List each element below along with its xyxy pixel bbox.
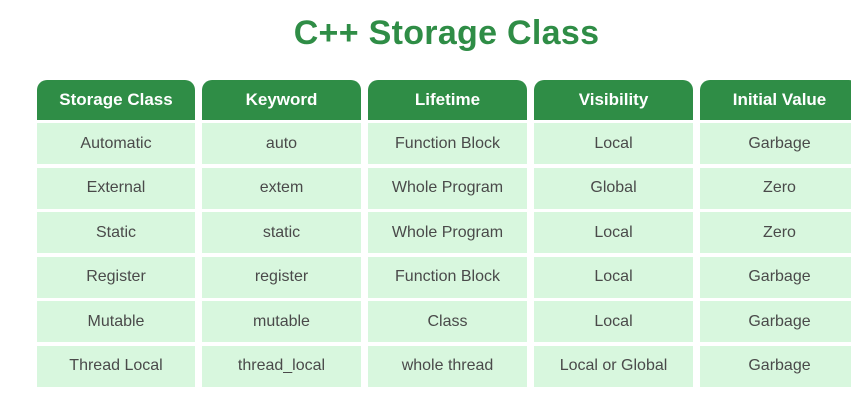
table-cell: register (202, 256, 361, 298)
column-header-storage-class: Storage Class (37, 80, 195, 120)
table-cell: Local (534, 256, 693, 298)
table-cell: Register (37, 256, 195, 298)
table-cell: Garbage (700, 123, 851, 164)
table-cell: auto (202, 123, 361, 164)
table-cell: whole thread (368, 345, 527, 387)
table-cell: Local or Global (534, 345, 693, 387)
table-cell: static (202, 212, 361, 254)
table-cell: Mutable (37, 301, 195, 343)
table-cell: Garbage (700, 345, 851, 387)
table-cell: Function Block (368, 256, 527, 298)
column-header-initial-value: Initial Value (700, 80, 851, 120)
table-cell: External (37, 167, 195, 209)
table-cell: Automatic (37, 123, 195, 164)
table-cell: thread_local (202, 345, 361, 387)
table-cell: Garbage (700, 256, 851, 298)
table-cell: Class (368, 301, 527, 343)
table-cell: Zero (700, 167, 851, 209)
page-title: C++ Storage Class (293, 14, 600, 52)
table-cell: Whole Program (368, 212, 527, 254)
table-cell: Static (37, 212, 195, 254)
table-cell: Function Block (368, 123, 527, 164)
column-header-visibility: Visibility (534, 80, 693, 120)
table-cell: Global (534, 167, 693, 209)
table-cell: Thread Local (37, 345, 195, 387)
table-cell: Local (534, 301, 693, 343)
table-cell: mutable (202, 301, 361, 343)
column-header-lifetime: Lifetime (368, 80, 527, 120)
table-cell: Zero (700, 212, 851, 254)
column-header-keyword: Keyword (202, 80, 361, 120)
table-cell: Whole Program (368, 167, 527, 209)
table-cell: extem (202, 167, 361, 209)
table-cell: Garbage (700, 301, 851, 343)
storage-class-table: Storage Class Keyword Lifetime Visibilit… (37, 80, 851, 391)
table-cell: Local (534, 123, 693, 164)
table-cell: Local (534, 212, 693, 254)
